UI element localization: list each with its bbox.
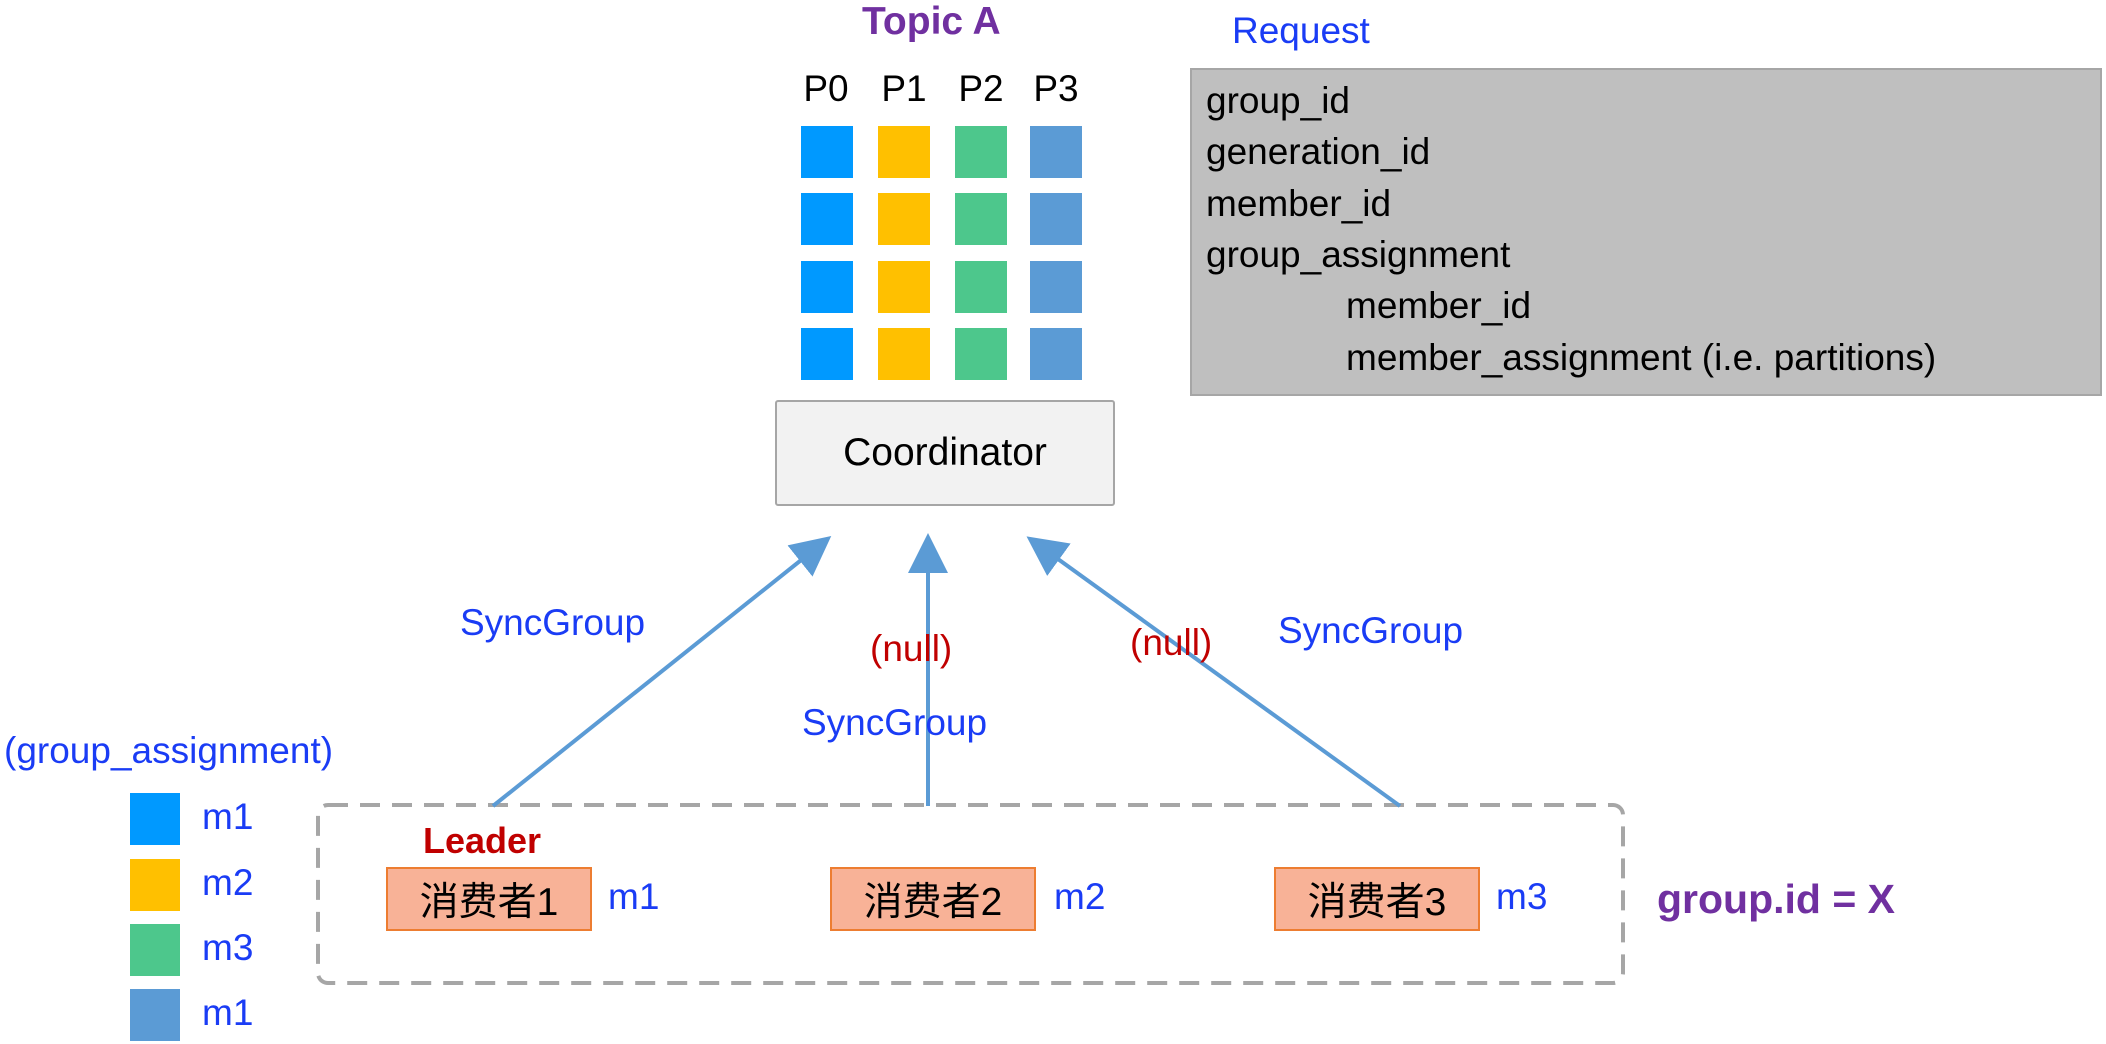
null-label-right: (null): [1130, 622, 1213, 663]
consumer-2-member: m2: [1054, 876, 1106, 917]
syncgroup-label-middle: SyncGroup: [802, 702, 988, 743]
consumer-1-member: m1: [608, 876, 660, 917]
syncgroup-label-right: SyncGroup: [1278, 610, 1464, 651]
consumer-1-label: 消费者1: [419, 881, 559, 924]
partition-p3-block: [1030, 328, 1082, 380]
partition-p2-block: [955, 328, 1007, 380]
consumer-1-box: 消费者1: [386, 867, 592, 931]
partition-p0-block: [801, 328, 853, 380]
syncgroup-arrow-right: [1026, 536, 1402, 808]
partition-label-p3: P3: [1033, 68, 1079, 109]
partition-p3-block: [1030, 261, 1082, 313]
null-label-middle: (null): [870, 628, 953, 669]
assignment-label-3: m3: [202, 927, 254, 968]
coordinator-box: Coordinator: [775, 400, 1115, 506]
request-field-group-id: group_id: [1206, 80, 1351, 121]
assignment-swatch-3: [130, 924, 180, 976]
consumer-3-member: m3: [1496, 876, 1548, 917]
partition-p1-block: [878, 193, 930, 245]
request-field-group-assignment: group_assignment: [1206, 234, 1511, 275]
group-assignment-title: (group_assignment): [4, 730, 334, 771]
request-title: Request: [1232, 10, 1370, 51]
partition-p2-block: [955, 126, 1007, 178]
partition-p0-block: [801, 261, 853, 313]
partition-p0-block: [801, 193, 853, 245]
request-nested-member-id: member_id: [1346, 285, 1532, 326]
syncgroup-arrow-left: [491, 536, 832, 808]
request-field-member-id: member_id: [1206, 183, 1392, 224]
coordinator-label: Coordinator: [843, 431, 1047, 474]
assignment-swatch-2: [130, 859, 180, 911]
partition-p1-block: [878, 328, 930, 380]
consumer-3-label: 消费者3: [1307, 881, 1447, 924]
partition-p1-block: [878, 261, 930, 313]
assignment-swatch-4: [130, 989, 180, 1041]
partition-p2-block: [955, 193, 1007, 245]
group-id-label: group.id = X: [1657, 876, 1896, 922]
topic-title: Topic A: [862, 0, 1001, 43]
assignment-label-2: m2: [202, 862, 254, 903]
partition-p0-block: [801, 126, 853, 178]
consumer-2-label: 消费者2: [863, 881, 1003, 924]
assignment-label-4: m1: [202, 992, 254, 1033]
partition-p1-block: [878, 126, 930, 178]
syncgroup-label-left: SyncGroup: [460, 602, 646, 643]
partition-label-p2: P2: [958, 68, 1004, 109]
partition-p3-block: [1030, 193, 1082, 245]
request-field-generation-id: generation_id: [1206, 131, 1431, 172]
request-nested-member-assignment: member_assignment (i.e. partitions): [1346, 337, 1937, 378]
consumer-3-box: 消费者3: [1274, 867, 1480, 931]
assignment-label-1: m1: [202, 796, 254, 837]
partition-label-p1: P1: [881, 68, 927, 109]
partition-p2-block: [955, 261, 1007, 313]
assignment-swatch-1: [130, 793, 180, 845]
partition-p3-block: [1030, 126, 1082, 178]
consumer-2-box: 消费者2: [830, 867, 1036, 931]
leader-label: Leader: [423, 820, 542, 861]
partition-label-p0: P0: [803, 68, 849, 109]
consumer-group-boundary: [316, 803, 1625, 985]
request-box: group_id generation_id member_id group_a…: [1190, 68, 2102, 396]
